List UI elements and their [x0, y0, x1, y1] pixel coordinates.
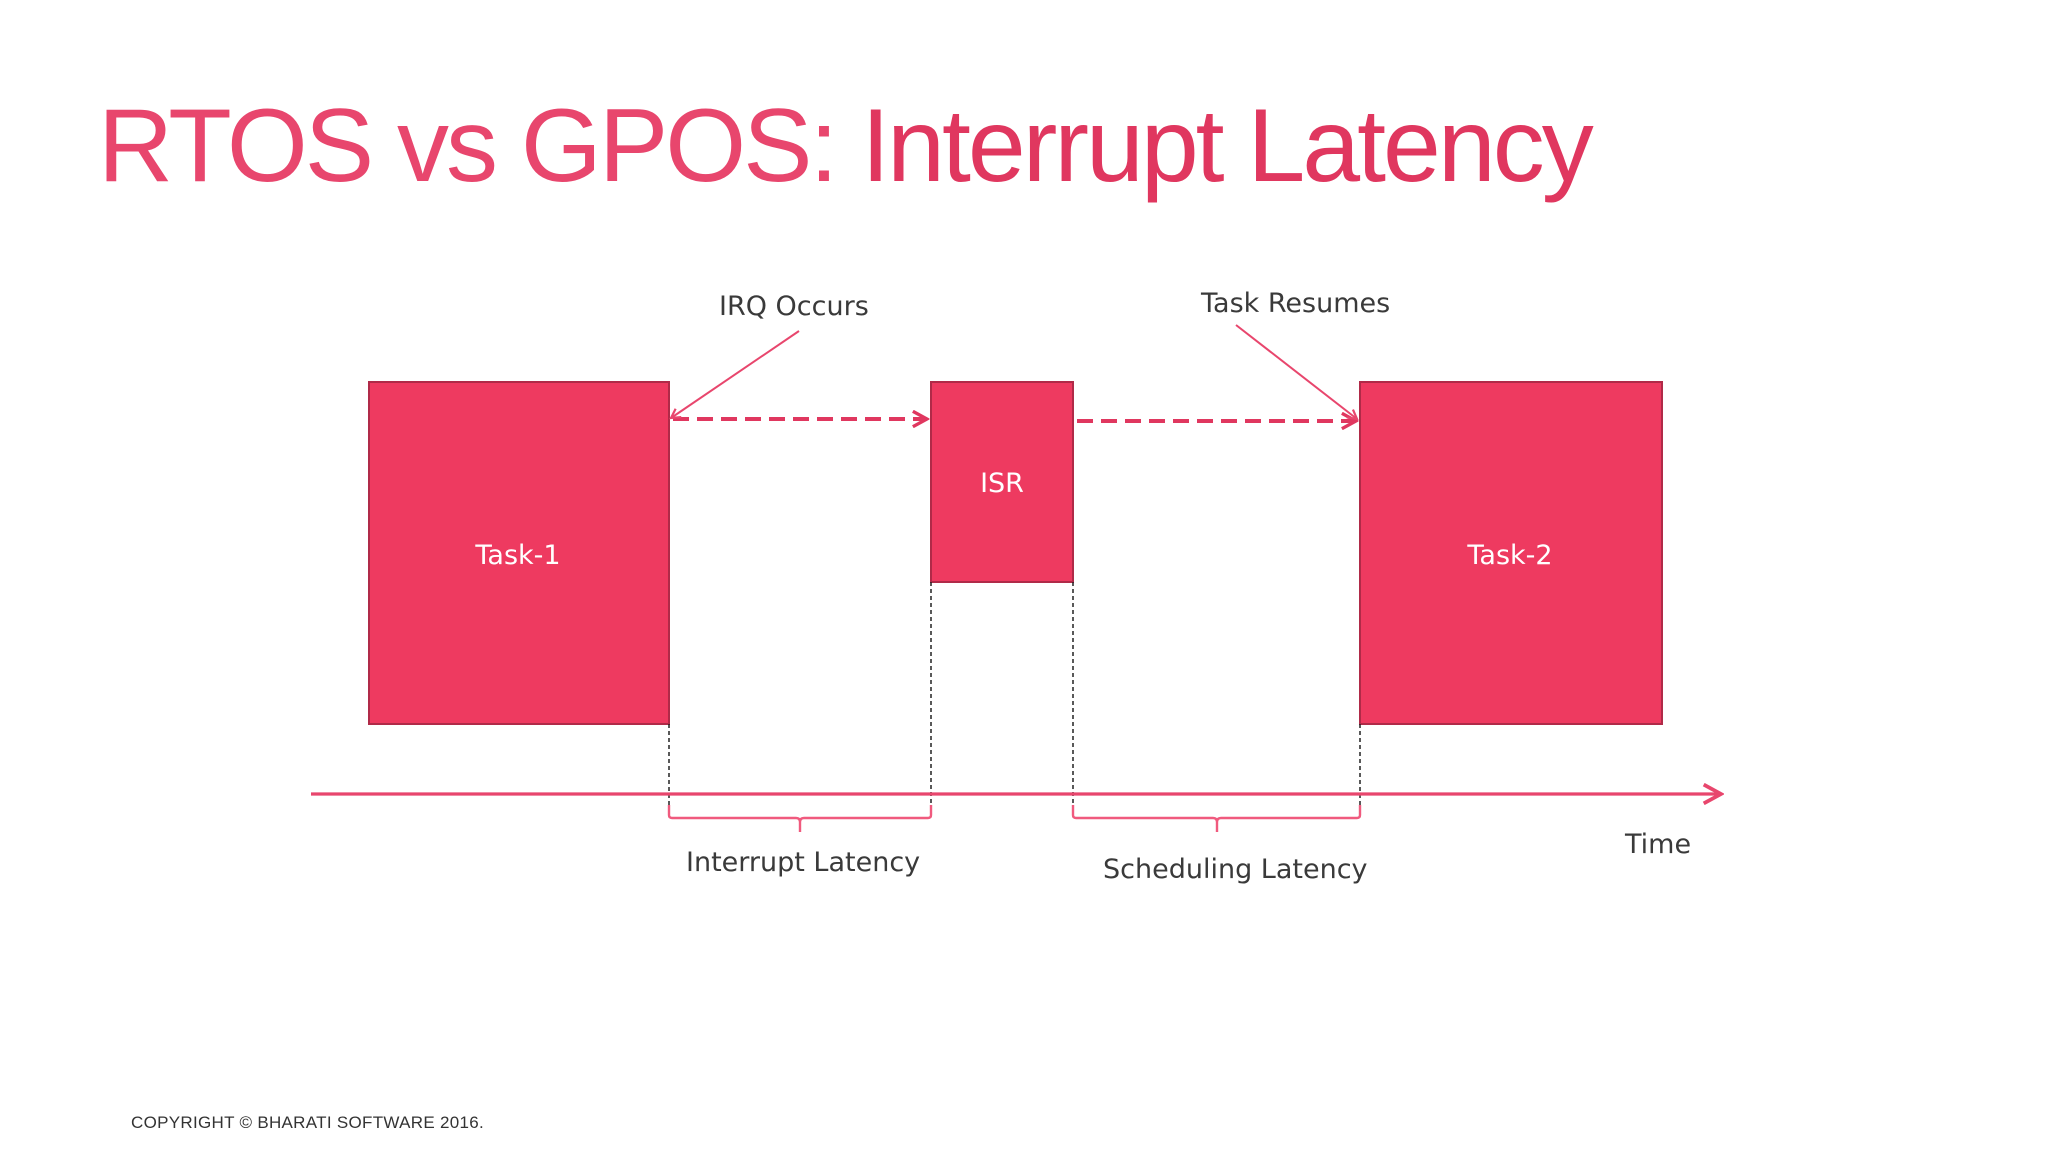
isr-label: ISR [980, 468, 1024, 499]
irq-occurs-pointer [671, 330, 800, 418]
isr-block [930, 381, 1074, 583]
irq-occurs-label: IRQ Occurs [719, 291, 869, 322]
time-axis-label: Time [1624, 829, 1691, 860]
task1-block [368, 381, 670, 725]
task1-label: Task-1 [474, 540, 560, 571]
slide-title-emphasis: Interrupt Latency [861, 88, 1593, 204]
scheduling-latency-label: Scheduling Latency [1103, 854, 1368, 885]
slide-title: RTOS vs GPOS: Interrupt Latency [98, 91, 1594, 201]
task-resumes-label: Task Resumes [1200, 288, 1390, 319]
interrupt-latency-brace [667, 805, 933, 832]
task-resumes-pointer [1235, 324, 1357, 419]
copyright-notice: COPYRIGHT © BHARATI SOFTWARE 2016. [131, 1113, 485, 1132]
interrupt-latency-label: Interrupt Latency [686, 847, 920, 878]
task2-label: Task-2 [1466, 540, 1552, 571]
slide-title-lead: RTOS vs GPOS: [98, 88, 862, 204]
scheduling-latency-brace [1071, 805, 1362, 832]
task2-block [1359, 381, 1663, 725]
